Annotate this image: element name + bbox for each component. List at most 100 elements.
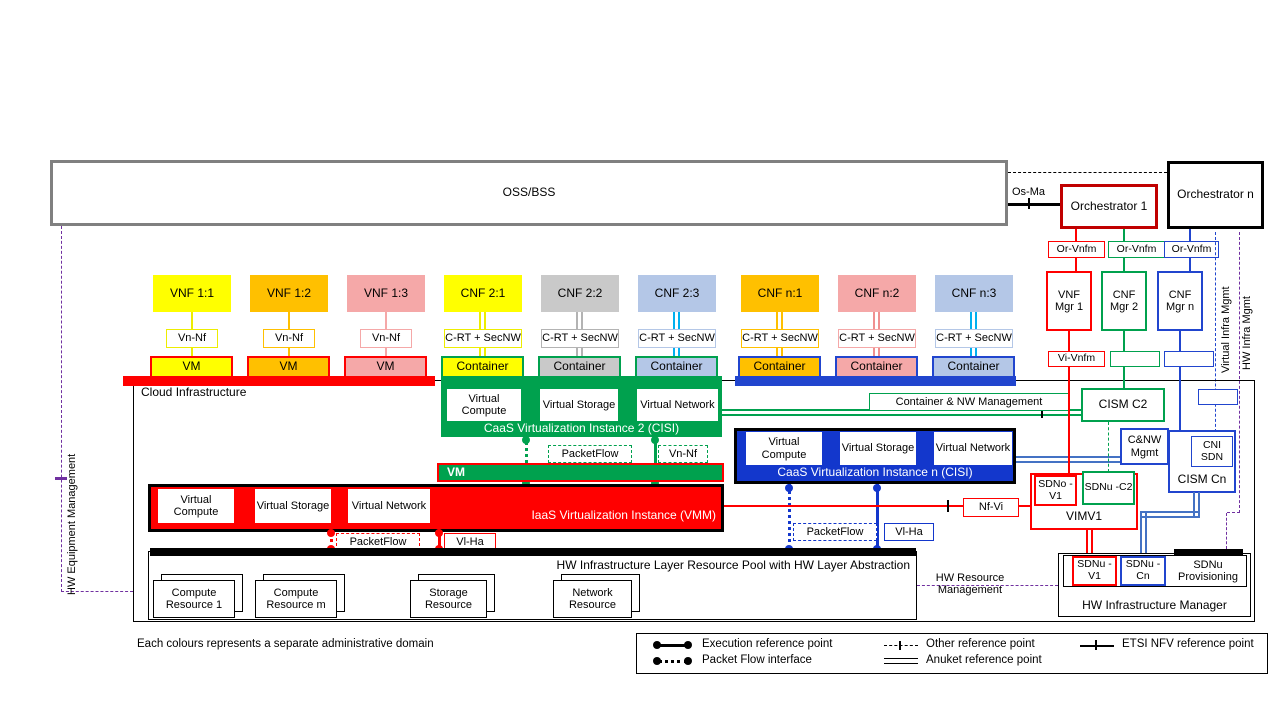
legend-anuket-symbol bbox=[884, 658, 918, 664]
sdnu-provisioning-text: SDNu Provisioning bbox=[1178, 558, 1238, 583]
cism-cn-sdnu-line-v2 bbox=[1140, 511, 1147, 553]
legend-other-tick bbox=[899, 641, 901, 650]
endpoint-dot bbox=[651, 436, 659, 444]
endpoint-dot bbox=[785, 484, 793, 492]
caasn-title: CaaS Virtualization Instance n (CISI) bbox=[734, 465, 1016, 481]
cism-cn-text: CISM Cn bbox=[1177, 472, 1227, 487]
virtual-network-label: Virtual Network bbox=[935, 442, 1011, 455]
cnf-mgr-2-box: CNF Mgr 2 bbox=[1101, 271, 1147, 331]
caas2-title: CaaS Virtualization Instance 2 (CISI) bbox=[441, 421, 722, 436]
ref-text: C-RT + SecNW bbox=[936, 332, 1012, 345]
cnf-mgr-n-box: CNF Mgr n bbox=[1157, 271, 1203, 331]
oss-bss-box: OSS/BSS bbox=[50, 160, 1008, 226]
nf-vi-etsi-tick bbox=[947, 500, 949, 512]
vi-vnfm-label: Vi-Vnfm bbox=[1048, 351, 1105, 367]
sdnu-v1-box: SDNu -V1 bbox=[1072, 556, 1117, 586]
mgr-cism-line-blue bbox=[1179, 331, 1181, 431]
hw-infra-manager-label: HW Infrastructure Manager bbox=[1058, 597, 1251, 615]
nf-label: CNF n:1 bbox=[757, 285, 803, 300]
ref-point-label: Vn-Nf bbox=[166, 329, 218, 348]
iaas-virtual-compute: Virtual Compute bbox=[158, 489, 234, 523]
caas2-virtual-storage: Virtual Storage bbox=[540, 389, 618, 421]
vi-vnfm-line-red bbox=[1068, 331, 1070, 473]
resource-label: Storage Resource bbox=[424, 586, 473, 611]
orchestrator-n-label: Orchestrator n bbox=[1177, 187, 1254, 202]
iaas-virtual-storage: Virtual Storage bbox=[255, 489, 331, 523]
vm-bar: VM bbox=[437, 463, 724, 482]
endpoint-dot bbox=[684, 641, 692, 649]
vm-bar-label: VM bbox=[447, 465, 465, 479]
oss-bss-label: OSS/BSS bbox=[502, 185, 556, 200]
anuket-line bbox=[970, 312, 977, 329]
legend-execution-symbol bbox=[656, 644, 690, 647]
virtual-compute-label: Virtual Compute bbox=[173, 493, 219, 518]
os-ma-etsi-tick bbox=[1028, 198, 1030, 209]
ref-text: C-RT + SecNW bbox=[445, 332, 521, 345]
hw-resource-mgmt-label: HW Resource Management bbox=[920, 566, 1020, 602]
hw-infra-manager-text: HW Infrastructure Manager bbox=[1082, 598, 1227, 613]
legend-other-label: Other reference point bbox=[926, 638, 1035, 650]
endpoint-dot bbox=[522, 479, 530, 487]
cism-c2-sdnu-dashed-line bbox=[1108, 422, 1109, 472]
caasn-virtual-compute: Virtual Compute bbox=[746, 432, 822, 465]
hw-infra-mgmt-line-jog bbox=[1227, 512, 1240, 513]
anuket-line bbox=[479, 348, 486, 357]
nf-box: VNF 1:1 bbox=[153, 275, 231, 312]
sdno-v1-label: SDNo -V1 bbox=[1038, 477, 1073, 502]
hw-infra-mgmt-label: HW Infra Mgmt bbox=[1241, 296, 1253, 370]
container-box: Container bbox=[538, 356, 621, 378]
caas2-vn-nf-label: Vn-Nf bbox=[658, 445, 708, 463]
endpoint-dot bbox=[435, 529, 443, 537]
nf-label: VNF 1:2 bbox=[266, 285, 311, 300]
ref-point-label: C-RT + SecNW bbox=[838, 329, 916, 348]
admin-domain-caption: Each colours represents a separate admin… bbox=[137, 638, 434, 650]
endpoint-dot bbox=[651, 479, 659, 487]
network-resource: Network Resource bbox=[553, 580, 632, 618]
packetflow-text: PacketFlow bbox=[806, 525, 864, 538]
compute-resource-1: Compute Resource 1 bbox=[153, 580, 235, 618]
nf-vi-text: Nf-Vi bbox=[978, 501, 1004, 514]
iaas-domain-band bbox=[123, 376, 435, 386]
or-vnfm-label-red: Or-Vnfm bbox=[1048, 241, 1105, 258]
endpoint-dot bbox=[873, 484, 881, 492]
ref-point-label: C-RT + SecNW bbox=[444, 329, 522, 348]
vl-ha-text: Vl-Ha bbox=[895, 525, 923, 538]
ref-point-label: C-RT + SecNW bbox=[541, 329, 619, 348]
vm-box: VM bbox=[344, 356, 427, 378]
caasn-packetflow-line bbox=[788, 484, 791, 549]
anuket-line bbox=[479, 312, 486, 329]
container-nw-mgmt-label: Container & NW Management bbox=[869, 393, 1069, 411]
container-label: Container bbox=[947, 359, 1000, 374]
container-box: Container bbox=[738, 356, 821, 378]
cnw-mgmt-box: C&NW Mgmt bbox=[1120, 428, 1169, 465]
ref-point-box-small-blue-empty bbox=[1198, 389, 1238, 405]
or-vnfm-text: Or-Vnfm bbox=[1056, 242, 1097, 255]
hw-infra-mgmt-line bbox=[1239, 232, 1240, 513]
anuket-line bbox=[970, 348, 977, 357]
container-label: Container bbox=[650, 359, 703, 374]
vm-label: VM bbox=[182, 359, 201, 374]
caasn-virtual-network: Virtual Network bbox=[934, 432, 1012, 465]
hw-resource-mgmt-line bbox=[917, 585, 1058, 586]
legend-packetflow-symbol bbox=[658, 660, 688, 663]
sdnu-cn-label: SDNu -Cn bbox=[1125, 558, 1161, 582]
sdnu-v1-label: SDNu -V1 bbox=[1077, 558, 1112, 582]
anuket-line bbox=[576, 312, 583, 329]
caas2-vn-nf-line bbox=[654, 437, 657, 487]
virtual-compute-label: Virtual Compute bbox=[461, 392, 507, 417]
cni-sdn-box: CNI SDN bbox=[1191, 436, 1233, 467]
caasn-domain-band bbox=[735, 376, 1016, 386]
or-vnfm-label-green: Or-Vnfm bbox=[1108, 241, 1165, 258]
endpoint-dot bbox=[684, 657, 692, 665]
cism-c2-label: CISM C2 bbox=[1098, 397, 1148, 412]
cloud-infrastructure-label: Cloud Infrastructure bbox=[141, 385, 247, 399]
nf-label: CNF 2:3 bbox=[654, 285, 700, 300]
nf-box: CNF 2:2 bbox=[541, 275, 619, 312]
oss-orchestrator-n-dashed-line bbox=[1008, 172, 1167, 173]
container-label: Container bbox=[753, 359, 806, 374]
iaas-vl-ha-line bbox=[438, 532, 441, 550]
ref-point-label: C-RT + SecNW bbox=[935, 329, 1013, 348]
container-nw-mgmt-text: Container & NW Management bbox=[895, 395, 1043, 408]
legend-execution-label: Execution reference point bbox=[702, 638, 833, 650]
